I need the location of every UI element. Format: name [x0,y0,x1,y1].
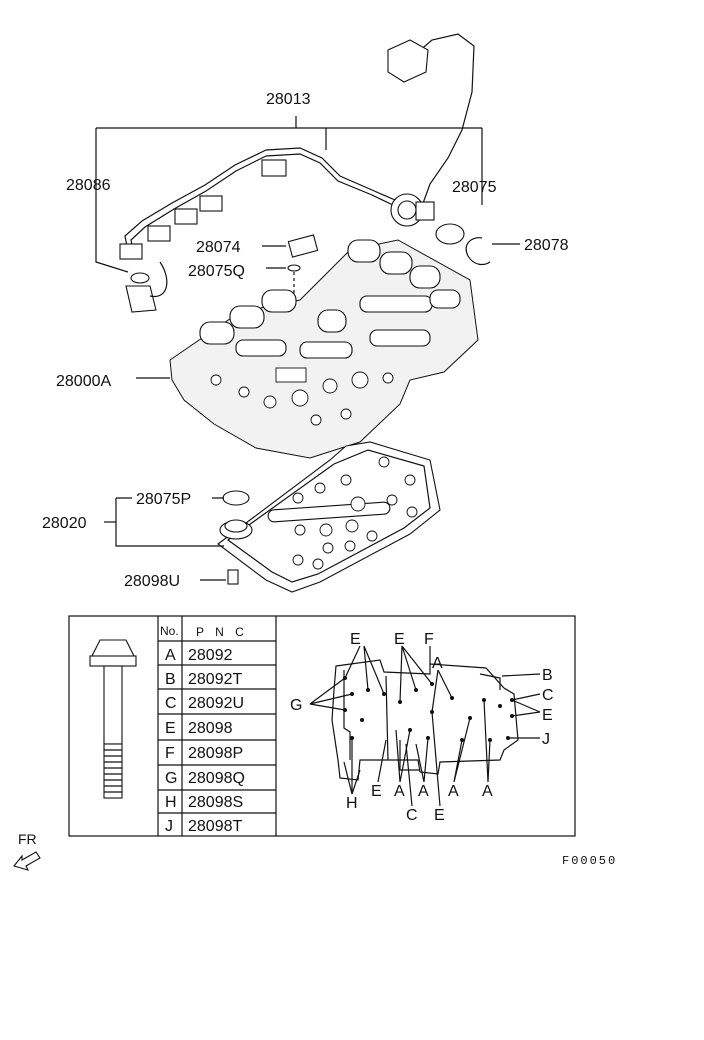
callout-28000a: 28000A [56,373,111,390]
table-row-no: H [165,794,177,811]
table-row-no: G [165,770,177,787]
map-letter-f: F [424,631,434,648]
map-letter-a: A [432,655,443,672]
callout-28075q: 28075Q [188,263,245,280]
table-row-pnc: 28092 [188,647,233,664]
table-row-pnc: 28098P [188,745,243,762]
table-row-pnc: 28092T [188,671,242,688]
callout-28074: 28074 [196,239,241,256]
front-arrow-icon [13,851,41,871]
callout-28020: 28020 [42,515,87,532]
table-row-pnc: 28092U [188,695,244,712]
table-row-no: J [165,818,173,835]
table-header-pnc: P N C [196,625,248,639]
front-direction-marker: FR [13,831,41,871]
map-letter-e: E [394,631,405,648]
callout-28098u: 28098U [124,573,180,590]
map-letter-e: E [350,631,361,648]
map-letter-c: C [406,807,418,824]
table-row-pnc: 28098T [188,818,242,835]
diagram-code: F00050 [562,854,617,868]
table-row-pnc: 28098Q [188,770,245,787]
table-row-no: F [165,745,175,762]
bolt-reference-panel: No. P N C A 28092 B 28092T C 28092U E 28… [68,615,576,837]
table-row-pnc: 28098 [188,720,233,737]
table-header-no: No. [160,624,179,638]
map-letter-b: B [542,667,553,684]
valve-body [136,239,479,459]
table-row-no: A [165,647,176,664]
map-letter-a: A [482,783,493,800]
table-row-no: E [165,720,176,737]
harness-assembly [95,33,520,330]
table-row-no: B [165,671,176,688]
map-letter-e: E [542,707,553,724]
callout-28078: 28078 [524,237,569,254]
map-letter-a: A [394,783,405,800]
front-label: FR [18,831,37,847]
map-letter-c: C [542,687,554,704]
callout-28086: 28086 [66,177,111,194]
oil-pan [104,441,441,593]
bolt-icon [89,639,137,799]
map-letter-a: A [418,783,429,800]
table-row-no: C [165,695,177,712]
map-letter-h: H [346,795,358,812]
map-letter-e: E [434,807,445,824]
map-letter-g: G [290,697,302,714]
callout-28075p: 28075P [136,491,191,508]
callout-28075: 28075 [452,179,497,196]
callout-28013: 28013 [266,91,311,108]
table-row-pnc: 28098S [188,794,243,811]
bolt-location-map [309,645,541,807]
map-letter-j: J [542,731,550,748]
map-letter-a: A [448,783,459,800]
map-letter-e: E [371,783,382,800]
